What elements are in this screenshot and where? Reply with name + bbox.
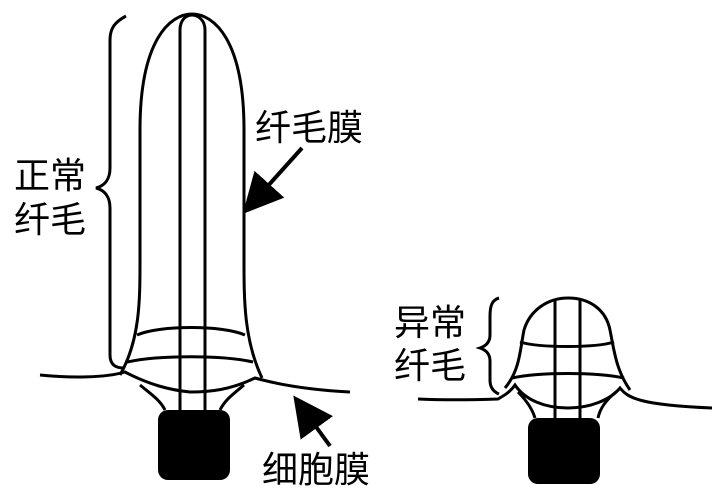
abnormal-cilia-bracket <box>475 296 500 396</box>
transition-fiber-1 <box>136 326 246 337</box>
axoneme-rod <box>178 13 207 410</box>
abnormal-axoneme-rod <box>553 300 582 420</box>
ciliary-membrane-arrow <box>242 146 304 214</box>
abnormal-basal-fiber-right <box>596 390 617 419</box>
cell-membrane-arrow <box>293 395 333 448</box>
abnormal-basal-fiber-left <box>516 390 537 419</box>
label-abnormal-cilia-line1: 异常 <box>394 303 466 344</box>
basal-body-abnormal <box>528 418 600 484</box>
abnormal-cilium <box>417 296 713 420</box>
basal-fiber-left <box>139 383 167 411</box>
label-cell-membrane: 细胞膜 <box>262 450 370 491</box>
abnormal-ciliary-outline <box>503 296 632 391</box>
basal-fiber-right <box>218 383 245 411</box>
label-abnormal-cilia-line2: 纤毛 <box>394 346 466 387</box>
basal-body-normal <box>158 410 230 480</box>
cell-membrane-left <box>39 370 351 394</box>
cell-membrane-right <box>417 382 713 410</box>
normal-cilia-bracket <box>95 14 127 370</box>
label-ciliary-membrane: 纤毛膜 <box>255 108 363 149</box>
normal-cilium <box>39 12 351 411</box>
label-normal-cilia-line2: 纤毛 <box>14 200 86 241</box>
abnormal-transition-2 <box>511 372 625 380</box>
ciliary-membrane-outline <box>118 12 264 379</box>
abnormal-transition-1 <box>519 340 615 348</box>
transition-fiber-2 <box>126 355 254 364</box>
label-normal-cilia-line1: 正常 <box>14 156 86 197</box>
